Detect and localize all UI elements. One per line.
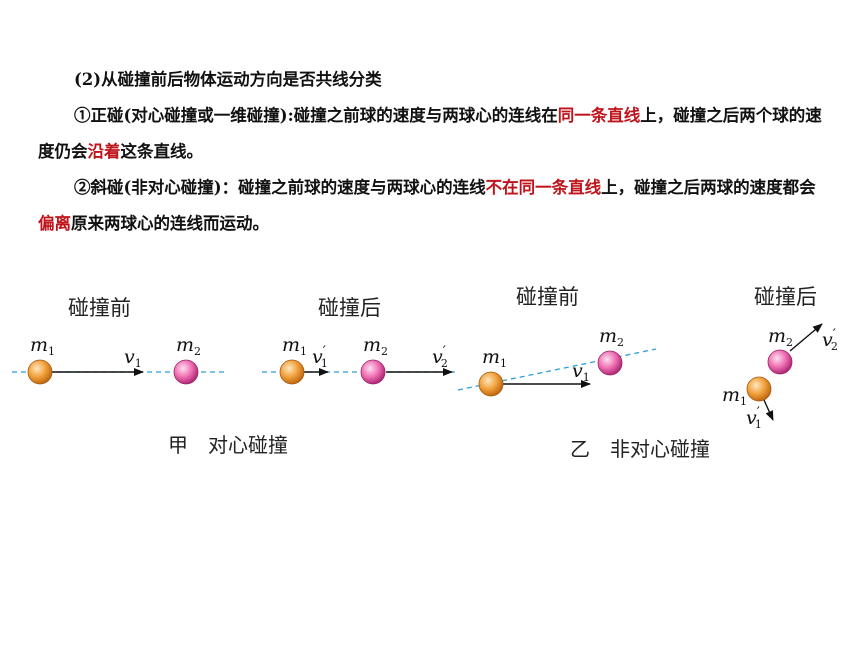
paragraph-oblique-collision: ②斜碰(非对心碰撞)：碰撞之前球的速度与两球心的连线不在同一条直线上，碰撞之后两… [38,170,828,242]
text-segment: 原来两球心的连线而运动。 [71,214,269,233]
symbol-m2: m2 [599,325,624,349]
collision-diagram: 碰撞前 m1 m2 v1 碰撞后 m1 v′1 m2 v′2 甲 对心碰撞 碰撞… [12,285,838,461]
center-line-dashed [457,348,657,391]
highlight-text: 沿着 [87,142,121,161]
caption-oblique: 乙 非对心碰撞 [570,437,710,461]
symbol-m2: m2 [176,334,201,358]
symbol-m1: m1 [282,334,307,358]
text-segment: 这条直线。 [120,142,204,161]
ball-m2 [173,359,199,385]
symbol-m1: m1 [482,346,507,370]
symbol-v2-prime: v′2 [822,327,838,353]
velocity-arrow-v2-prime [789,323,823,352]
text-segment: 上，碰撞之后两球的速度都会 [601,178,816,197]
text-segment: ②斜碰(非对心碰撞)：碰撞之前球的速度与两球心的连线 [74,178,486,197]
symbol-m2: m2 [363,334,388,358]
symbol-m1: m1 [30,334,55,358]
caption-head-on: 甲 对心碰撞 [168,433,288,457]
ball-m2 [767,349,793,375]
velocity-arrow-v1-prime [763,399,774,421]
text-segment: ①正碰(对心碰撞或一维碰撞):碰撞之前球的速度与两球心的连线在 [74,106,558,125]
ball-m2 [597,350,623,376]
symbol-m1: m1 [722,384,747,408]
text-segment: 上，碰撞之后两个球的速度仍会 [38,106,822,161]
label-before-b: 碰撞前 [516,285,579,309]
symbol-v1-prime: v′1 [312,344,328,370]
symbol-v1: v1 [124,346,142,370]
paragraph-head-on-collision: ①正碰(对心碰撞或一维碰撞):碰撞之前球的速度与两球心的连线在同一条直线上，碰撞… [38,98,828,170]
ball-m2 [360,359,386,385]
highlight-text: 偏离 [38,214,71,233]
ball-m1 [279,359,305,385]
highlight-text: 不在同一条直线 [485,178,602,197]
symbol-v1-prime: v′1 [746,405,762,431]
ball-m1 [746,376,772,402]
symbol-m2: m2 [768,325,793,349]
ball-m1 [27,359,53,385]
ball-m1 [478,371,504,397]
symbol-v2-prime: v′2 [432,344,448,370]
symbol-v1: v1 [572,360,590,384]
label-after-a: 碰撞后 [318,296,381,320]
label-after-b: 碰撞后 [754,285,817,309]
highlight-text: 同一条直线 [557,106,641,125]
label-before-a: 碰撞前 [68,296,131,320]
heading: (2)从碰撞前后物体运动方向是否共线分类 [74,70,382,89]
